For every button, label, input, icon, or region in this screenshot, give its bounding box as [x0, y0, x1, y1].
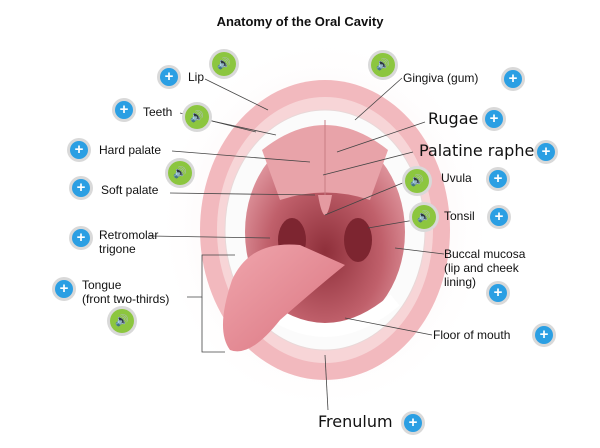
expand-gingiva-button[interactable]: +: [501, 67, 525, 91]
label-line: trigone: [99, 242, 136, 256]
label-line: lining): [444, 275, 477, 289]
play-soft-palate-audio-button[interactable]: 🔊: [165, 158, 195, 188]
speaker-icon: 🔊: [212, 52, 236, 76]
plus-icon: +: [160, 68, 178, 86]
speaker-icon: 🔊: [185, 105, 209, 129]
plus-icon: +: [115, 101, 133, 119]
label-gingiva: Gingiva (gum): [403, 71, 479, 85]
speaker-icon: 🔊: [168, 161, 192, 185]
page-title: Anatomy of the Oral Cavity: [216, 14, 384, 29]
speaker-icon: 🔊: [405, 169, 429, 193]
expand-hard-palate-button[interactable]: +: [67, 138, 91, 162]
speaker-icon: 🔊: [412, 205, 436, 229]
label-line: (lip and cheek: [444, 261, 519, 275]
expand-lip-button[interactable]: +: [157, 65, 181, 89]
label-tongue: Tongue(front two-thirds): [82, 278, 169, 306]
plus-icon: +: [490, 208, 508, 226]
play-gingiva-audio-button[interactable]: 🔊: [368, 50, 398, 80]
plus-icon: +: [489, 170, 507, 188]
expand-frenulum-button[interactable]: +: [401, 411, 425, 435]
label-teeth: Teeth: [143, 105, 173, 119]
label-tonsil: Tonsil: [444, 209, 475, 223]
expand-floor-of-mouth-button[interactable]: +: [532, 323, 556, 347]
plus-icon: +: [537, 143, 555, 161]
plus-icon: +: [72, 229, 90, 247]
speaker-icon: 🔊: [371, 53, 395, 77]
plus-icon: +: [535, 326, 553, 344]
label-soft-palate: Soft palate: [101, 183, 159, 197]
expand-retromolar-button[interactable]: +: [69, 226, 93, 250]
plus-icon: +: [404, 414, 422, 432]
label-hard-palate: Hard palate: [99, 143, 162, 157]
expand-tongue-button[interactable]: +: [52, 277, 76, 301]
expand-soft-palate-button[interactable]: +: [69, 176, 93, 200]
label-lip: Lip: [188, 70, 205, 84]
expand-rugae-button[interactable]: +: [482, 107, 506, 131]
expand-teeth-button[interactable]: +: [112, 98, 136, 122]
expand-palatine-raphe-button[interactable]: +: [534, 140, 558, 164]
uvula: [318, 195, 332, 215]
label-frenulum: Frenulum: [318, 412, 393, 431]
play-lip-audio-button[interactable]: 🔊: [209, 49, 239, 79]
label-uvula: Uvula: [441, 171, 472, 185]
label-floor-of-mouth: Floor of mouth: [433, 328, 511, 342]
plus-icon: +: [55, 280, 73, 298]
expand-tonsil-button[interactable]: +: [487, 205, 511, 229]
play-tongue-audio-button[interactable]: 🔊: [107, 306, 137, 336]
label-line: Buccal mucosa: [444, 247, 526, 261]
expand-buccal-mucosa-button[interactable]: +: [486, 281, 510, 305]
plus-icon: +: [504, 70, 522, 88]
plus-icon: +: [489, 284, 507, 302]
play-uvula-audio-button[interactable]: 🔊: [402, 166, 432, 196]
plus-icon: +: [72, 179, 90, 197]
tongue: [222, 244, 345, 352]
label-line: Tongue: [82, 278, 122, 292]
plus-icon: +: [70, 141, 88, 159]
label-line: (front two-thirds): [82, 292, 170, 306]
label-palatine-raphe: Palatine raphe: [419, 141, 535, 160]
speaker-icon: 🔊: [110, 309, 134, 333]
expand-uvula-button[interactable]: +: [486, 167, 510, 191]
plus-icon: +: [485, 110, 503, 128]
play-teeth-audio-button[interactable]: 🔊: [182, 102, 212, 132]
label-rugae: Rugae: [428, 109, 479, 128]
label-line: Retromolar: [99, 228, 159, 242]
play-tonsil-audio-button[interactable]: 🔊: [409, 202, 439, 232]
